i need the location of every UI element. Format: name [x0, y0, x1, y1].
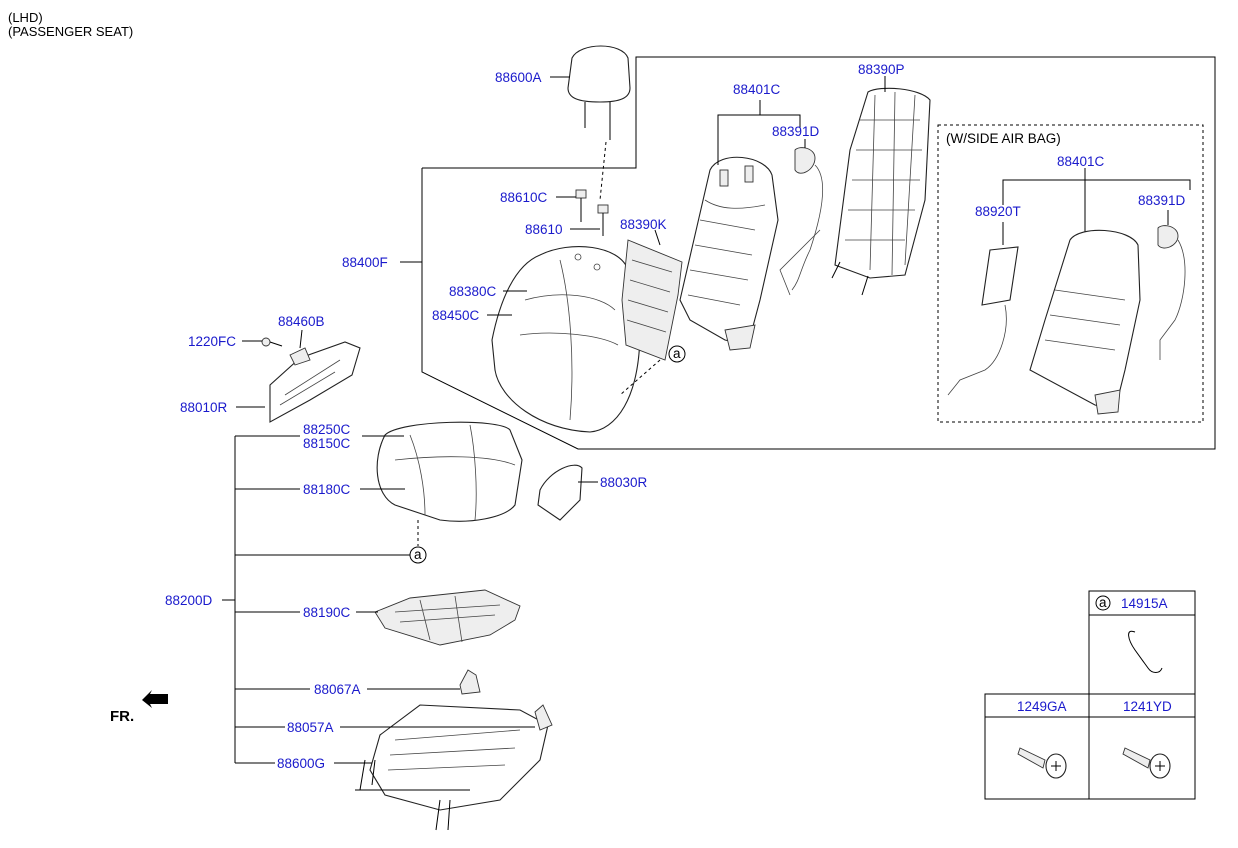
- callout-a-upper-text: a: [673, 346, 681, 361]
- leader-box-88401C: [1002, 179, 1191, 205]
- front-direction-label: FR.: [110, 708, 134, 725]
- label-88190C[interactable]: 88190C: [303, 605, 351, 620]
- label-88391D[interactable]: 88391D: [772, 124, 820, 139]
- cushion-side-cover-part: [537, 464, 583, 521]
- label-box-88391D[interactable]: 88391D: [1138, 193, 1186, 208]
- side-airbag-box-title: (W/SIDE AIR BAG): [946, 131, 1061, 146]
- label-88180C[interactable]: 88180C: [303, 482, 351, 497]
- callout-a-lower-text: a: [414, 547, 422, 562]
- label-88067A[interactable]: 88067A: [314, 682, 361, 697]
- header-lhd: (LHD): [8, 10, 43, 25]
- label-88390P[interactable]: 88390P: [858, 62, 905, 77]
- label-14915A[interactable]: 14915A: [1121, 596, 1168, 611]
- clip-14915A-part: [1128, 630, 1163, 673]
- cushion-mat-part: [374, 589, 521, 646]
- seatback-group-boundary: [421, 56, 1216, 450]
- box-seatback-frame-part: [1029, 229, 1141, 415]
- label-1241YD[interactable]: 1241YD: [1123, 699, 1172, 714]
- label-88610[interactable]: 88610: [525, 222, 563, 237]
- label-1220FC[interactable]: 1220FC: [188, 334, 236, 349]
- bolt-1220FC-part: [261, 337, 283, 347]
- label-1249GA[interactable]: 1249GA: [1017, 699, 1067, 714]
- side-airbag-box: [937, 124, 1204, 423]
- headrest-guide-part: [575, 189, 609, 236]
- label-88150C[interactable]: 88150C: [303, 436, 351, 451]
- seatback-frame-part: [679, 156, 779, 351]
- label-88390K[interactable]: 88390K: [620, 217, 667, 232]
- label-88030R[interactable]: 88030R: [600, 475, 648, 490]
- seatback-cover-part: [491, 246, 641, 433]
- table-callout-a: [1095, 595, 1111, 611]
- seat-cushion-part: [376, 421, 523, 546]
- label-88600G[interactable]: 88600G: [277, 756, 325, 771]
- seatback-back-panel-part: [831, 87, 931, 296]
- box-recliner-cable-part: [1157, 225, 1186, 360]
- label-88380C[interactable]: 88380C: [449, 284, 497, 299]
- table-callout-a-text: a: [1099, 595, 1107, 610]
- label-88200D[interactable]: 88200D: [165, 593, 213, 608]
- bracket-88067A-part: [459, 669, 481, 695]
- label-88010R[interactable]: 88010R: [180, 400, 228, 415]
- screw-1249GA-part: [1017, 747, 1067, 779]
- side-shield-part: [269, 341, 361, 423]
- front-arrow-icon: [142, 690, 168, 708]
- recliner-cable-part: [779, 147, 823, 296]
- label-box-88920T[interactable]: 88920T: [975, 204, 1021, 219]
- leader-88460B: [299, 329, 303, 349]
- headrest-part: [567, 45, 631, 201]
- callout-a-lower: [409, 546, 427, 564]
- hardware-table: [984, 590, 1196, 800]
- label-88610C[interactable]: 88610C: [500, 190, 548, 205]
- seat-track-assembly-part: [355, 704, 553, 831]
- callout-a-upper: [668, 345, 686, 363]
- header-passenger-seat: (PASSENGER SEAT): [8, 24, 134, 39]
- label-88057A[interactable]: 88057A: [287, 720, 334, 735]
- label-88250C[interactable]: 88250C: [303, 422, 351, 437]
- label-88460B[interactable]: 88460B: [278, 314, 325, 329]
- screw-1241YD-part: [1122, 747, 1171, 779]
- seatback-support-mat-part: [619, 239, 683, 396]
- label-88401C[interactable]: 88401C: [733, 82, 781, 97]
- label-88400F[interactable]: 88400F: [342, 255, 388, 270]
- label-88450C[interactable]: 88450C: [432, 308, 480, 323]
- side-airbag-module-part: [947, 246, 1019, 396]
- label-88600A[interactable]: 88600A: [495, 70, 542, 85]
- recline-knob-part: [289, 347, 311, 366]
- leader-88390K: [654, 229, 661, 246]
- label-box-88401C[interactable]: 88401C: [1057, 154, 1105, 169]
- leader-88401C: [717, 114, 801, 165]
